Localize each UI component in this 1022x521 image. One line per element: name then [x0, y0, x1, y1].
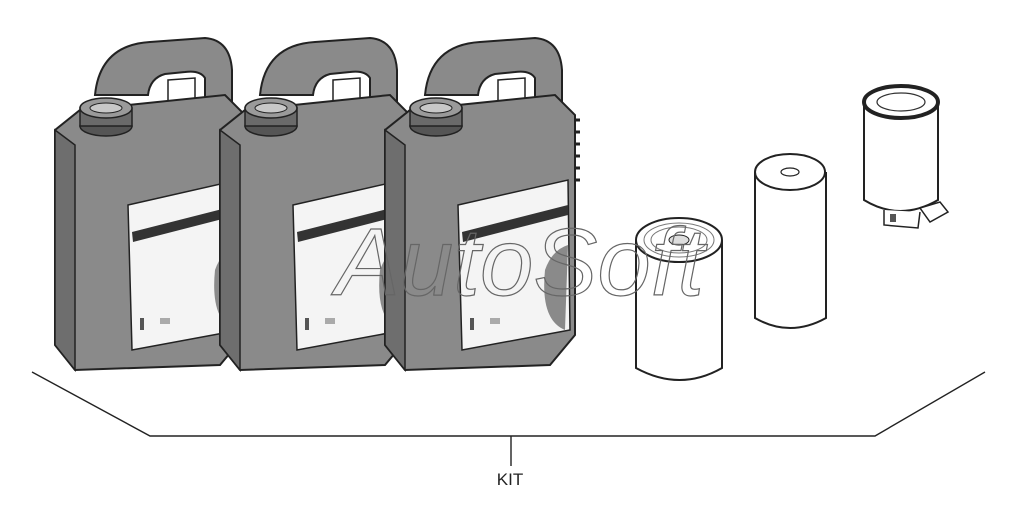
fuel-water-separator-icon — [862, 84, 950, 229]
kit-label: KIT — [496, 470, 524, 489]
watermark-text: AutoSoft — [331, 209, 708, 316]
fuel-filter-icon — [754, 153, 827, 329]
grip-ridges — [575, 118, 580, 182]
oil-filter-icon — [635, 217, 723, 381]
kit-bracket — [31, 371, 986, 466]
